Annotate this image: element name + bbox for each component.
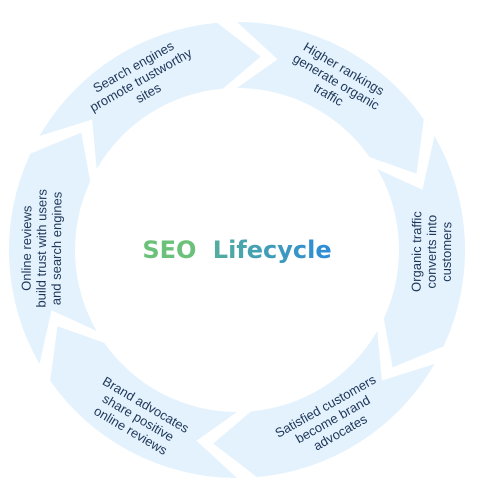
cycle-arrow-segment [50,326,238,479]
cycle-arrow-segment [237,21,424,174]
segment-label-line: converts into [424,215,440,289]
segment-label-line: build trust with users [33,188,49,307]
title-part-lifecycle: Lifecycle [213,236,332,264]
diagram-title: SEO Lifecycle [142,236,331,264]
cycle-arrow-segment [377,136,466,368]
segment-label-line: customers [439,221,455,282]
segment-label-line: Online reviews [19,205,35,291]
cycle-arrow-segment [8,132,97,364]
segment-label-line: Organic traffic [409,211,425,292]
cycle-arrow-segment [213,331,435,478]
cycle-arrow-segment [39,22,261,170]
title-part-seo: SEO [142,236,196,264]
segment-label-line: and search engines [49,191,65,305]
segment-label: Online reviewsbuild trust with usersand … [18,188,64,307]
segment-label: Organic trafficconverts intocustomers [409,211,455,293]
